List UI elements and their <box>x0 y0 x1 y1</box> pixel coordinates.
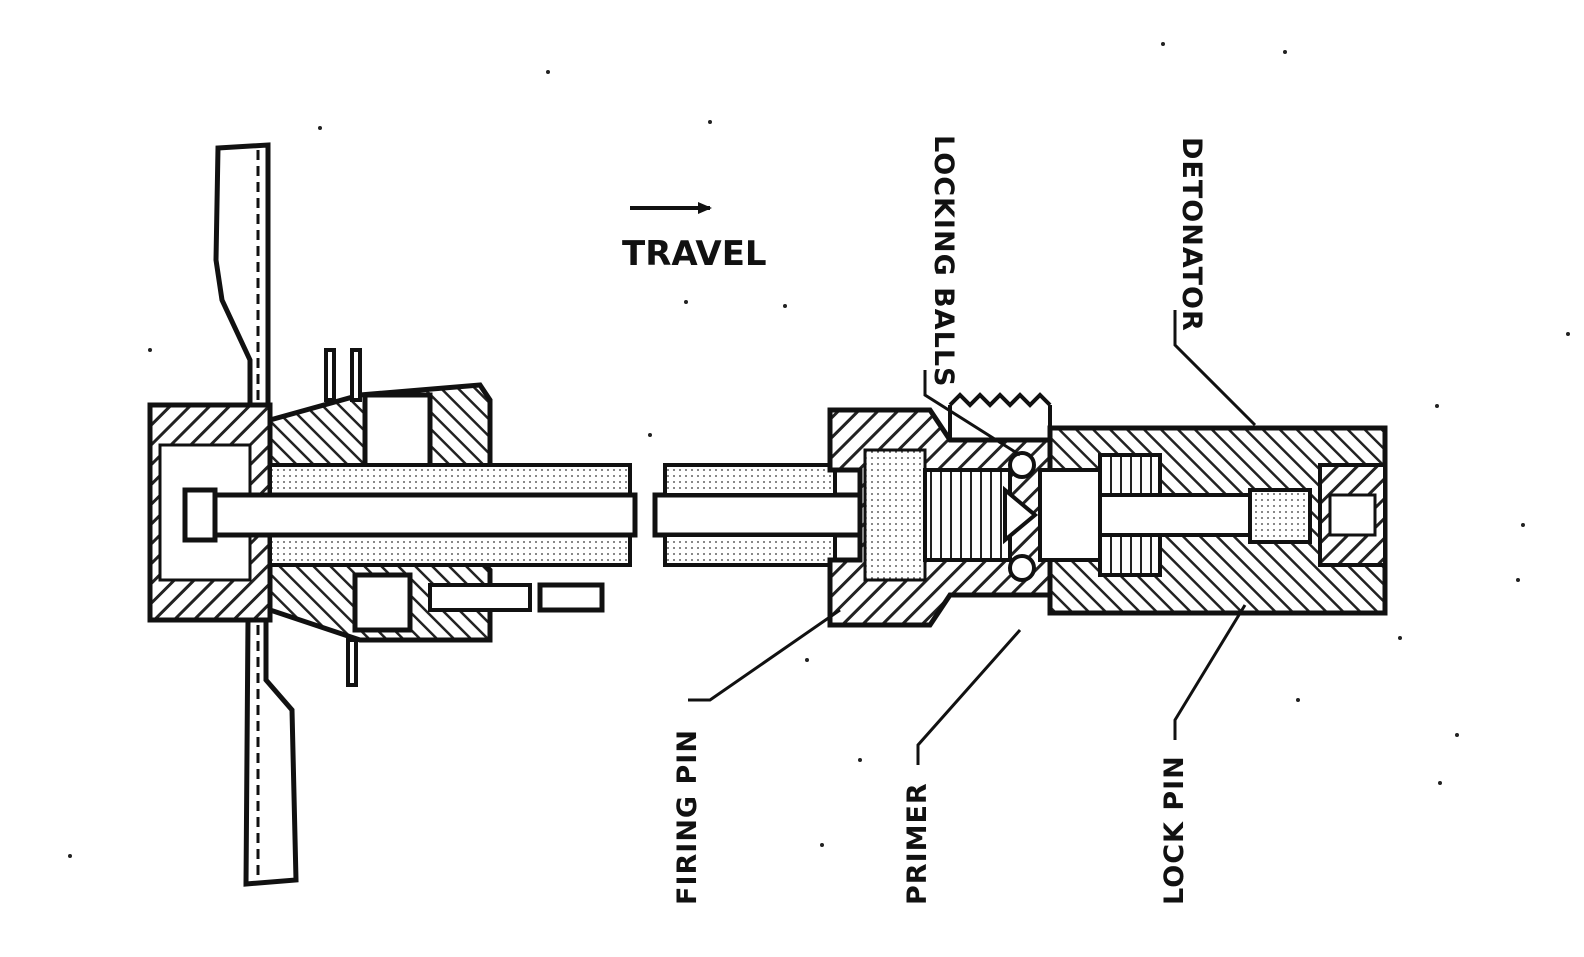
locking-ball-lower <box>1008 554 1036 582</box>
label-locking-balls: LOCKING BALLS <box>928 135 959 387</box>
leader-primer <box>916 629 1022 765</box>
locking-ball-upper <box>1008 451 1036 479</box>
firing-pin-spring <box>923 468 1012 562</box>
leader-lock-pin <box>1173 604 1247 740</box>
label-primer: PRIMER <box>902 782 933 905</box>
arming-shaft-left <box>182 492 638 538</box>
callout-leaders <box>688 310 1257 765</box>
detonator-charge <box>1248 488 1312 544</box>
leader-detonator <box>1173 310 1257 427</box>
travel-indicator: TRAVEL <box>622 202 767 274</box>
travel-label: TRAVEL <box>622 234 767 274</box>
scan-specks <box>68 42 1570 858</box>
upper-propeller-blade <box>213 142 271 423</box>
label-lock-pin: LOCK PIN <box>1159 755 1190 905</box>
label-firing-pin: FIRING PIN <box>672 729 703 905</box>
firing-pin-tip <box>1003 485 1039 545</box>
firing-mechanism-assembly <box>652 392 1388 628</box>
arming-vane-assembly <box>147 142 638 887</box>
leader-firing-pin <box>688 608 841 702</box>
label-detonator: DETONATOR <box>1176 137 1207 332</box>
leader-locking-balls <box>923 370 1021 457</box>
lower-propeller-blade <box>243 617 299 887</box>
